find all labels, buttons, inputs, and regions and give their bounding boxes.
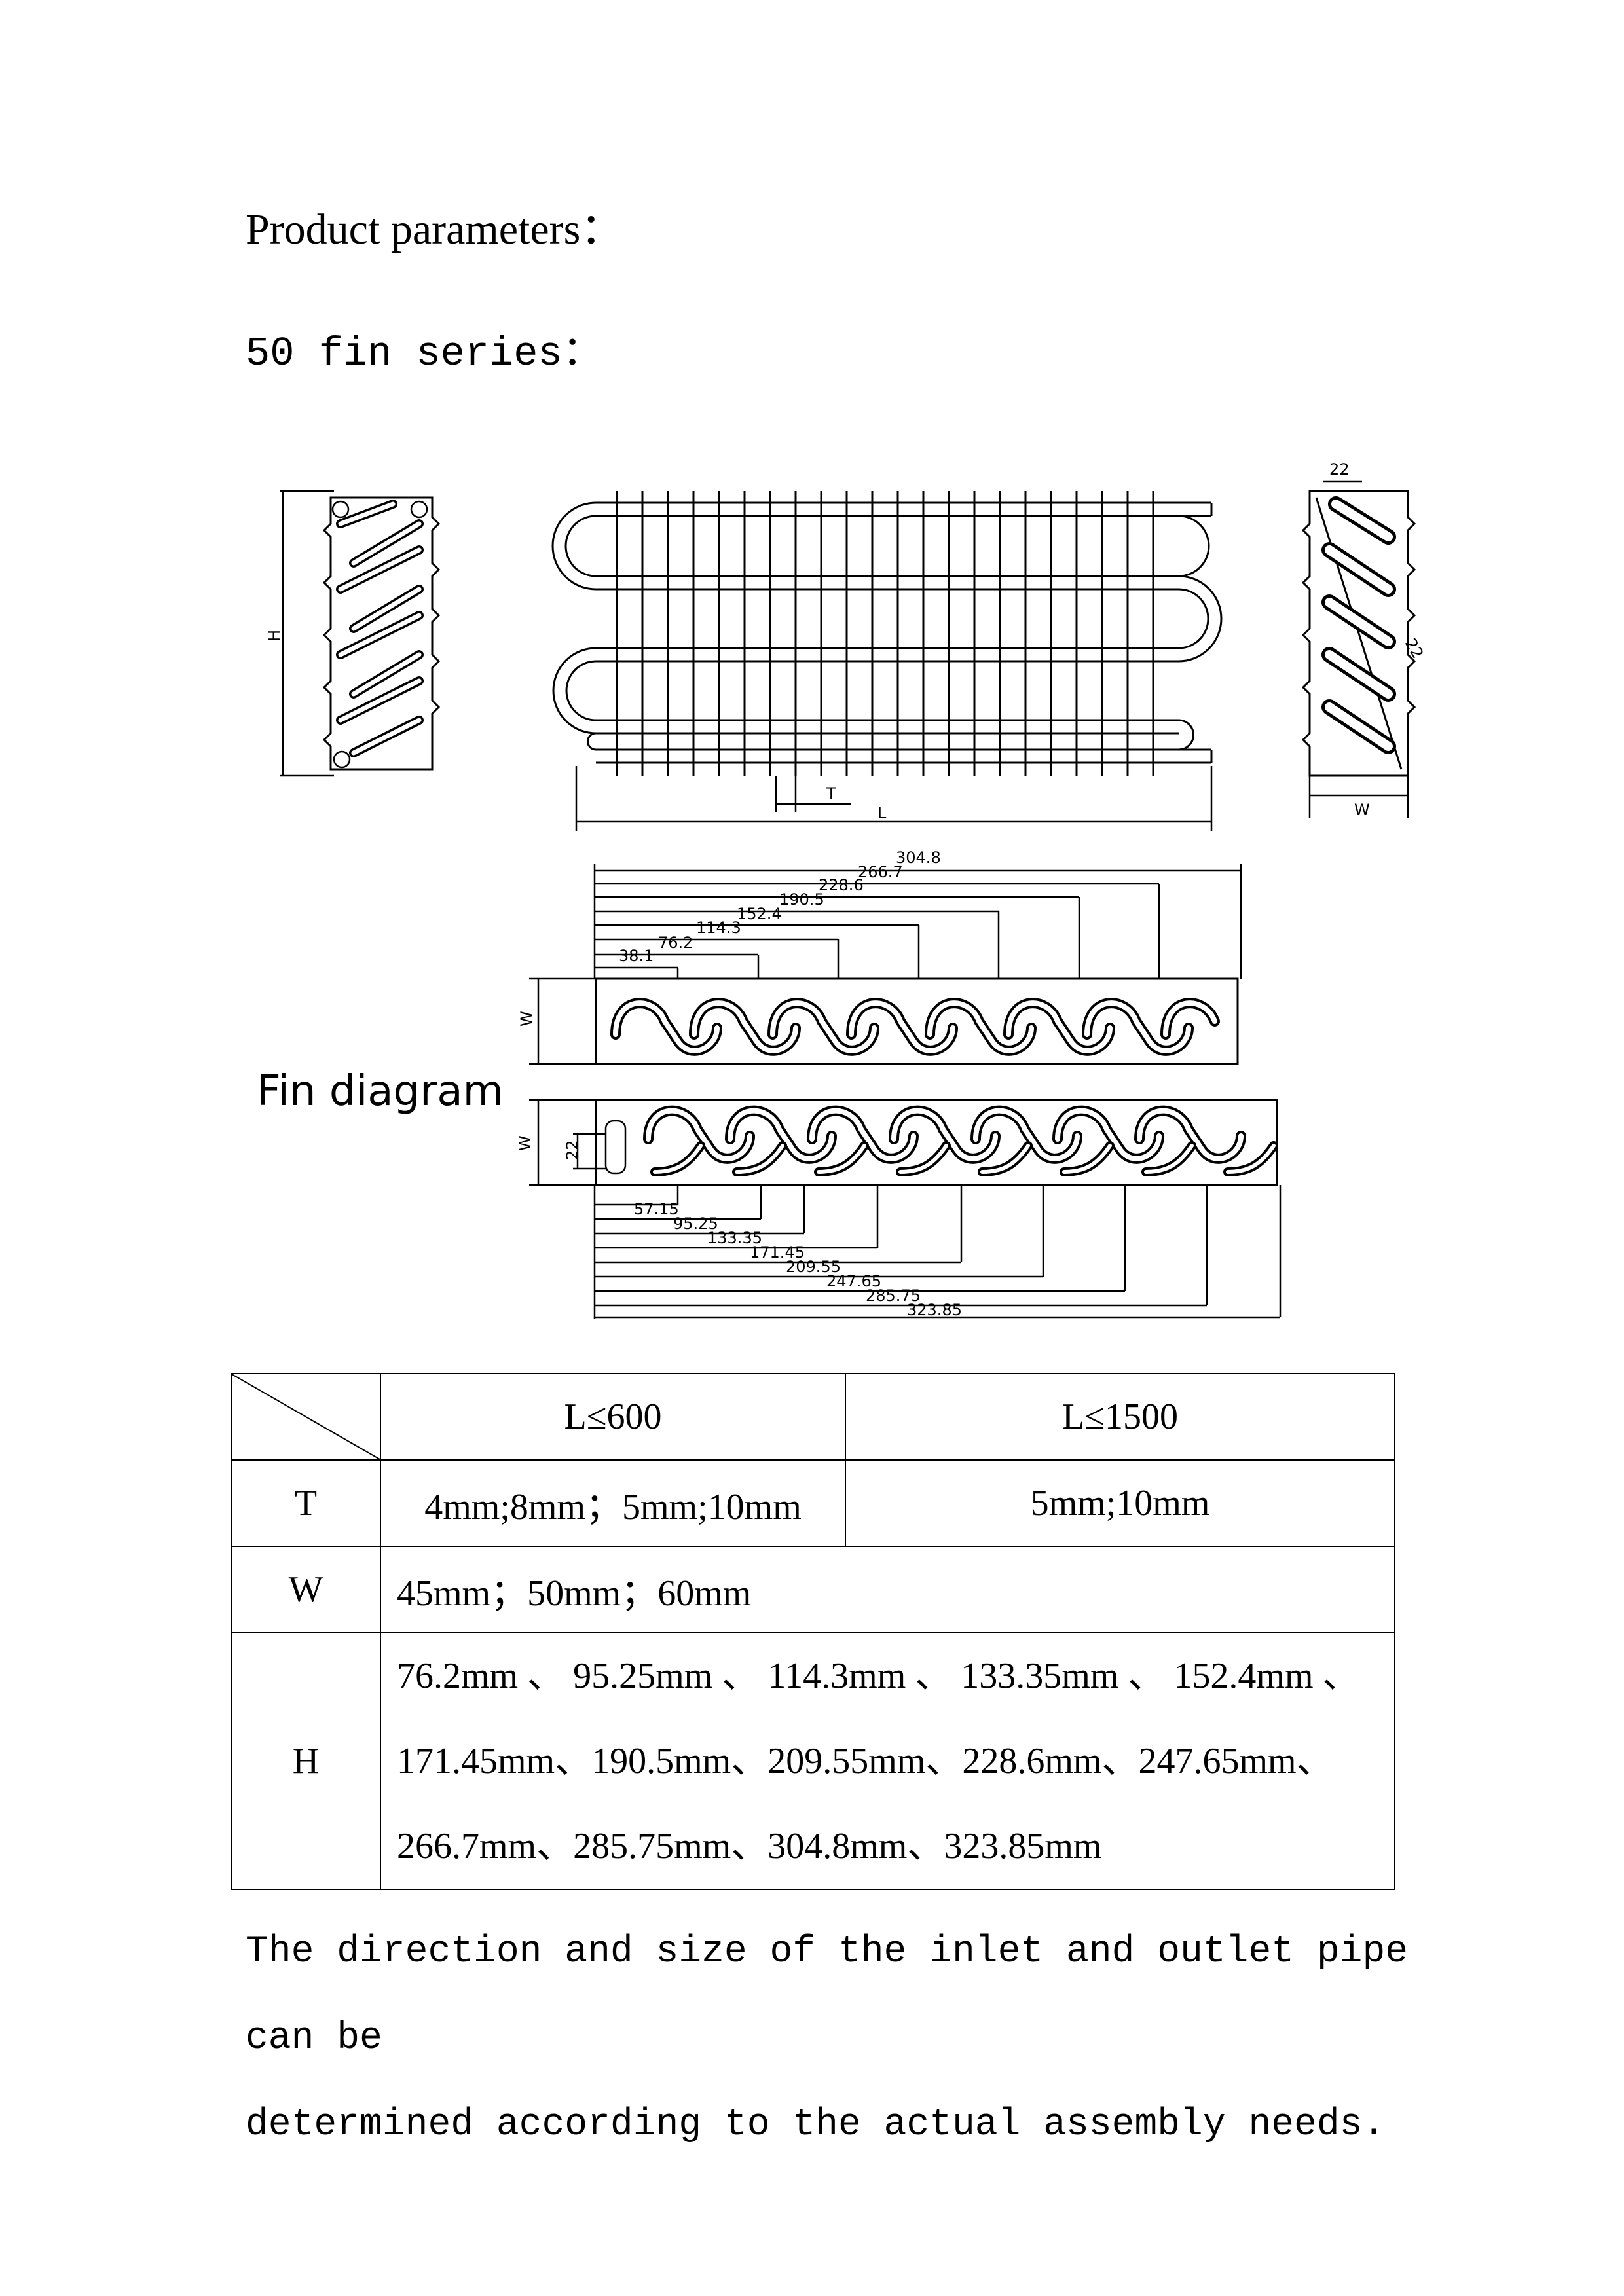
spacing-label-side: 22 <box>1401 635 1428 661</box>
row-label-h: H <box>231 1632 381 1890</box>
side-view-right <box>1301 480 1416 818</box>
header-l600: L≤600 <box>380 1373 846 1461</box>
bottom-dim-3: 133.35 <box>707 1229 762 1247</box>
bottom-dim-6: 247.65 <box>826 1272 881 1290</box>
h-values-line-2: 171.45mm、190.5mm、209.55mm、228.6mm、247.65… <box>397 1741 1333 1781</box>
spacing-label-top: 22 <box>1329 460 1350 479</box>
bottom-dim-4: 171.45 <box>750 1243 805 1262</box>
page-title: Product parameters： <box>246 206 624 253</box>
top-dim-6: 114.3 <box>696 919 741 937</box>
pitch-label: T <box>826 784 836 803</box>
height-label: H <box>265 630 284 642</box>
length-label: L <box>877 804 887 822</box>
top-dim-4: 190.5 <box>779 890 824 909</box>
h-values-line-1: 76.2mm 、 95.25mm 、 114.3mm 、 133.35mm 、 … <box>397 1656 1359 1696</box>
h-values-line-3: 266.7mm、285.75mm、304.8mm、323.85mm <box>397 1826 1102 1867</box>
t-value-l1500: 5mm;10mm <box>845 1459 1395 1547</box>
front-view <box>551 491 1223 831</box>
bottom-fin-strip <box>529 1099 1282 1319</box>
note-line-1: The direction and size of the inlet and … <box>246 1931 1409 2060</box>
top-dim-7: 76.2 <box>658 934 693 952</box>
top-dim-1: 304.8 <box>896 848 941 867</box>
bottom-dim-2: 95.25 <box>673 1214 718 1233</box>
top-dim-2: 266.7 <box>858 863 903 881</box>
top-dim-3: 228.6 <box>819 876 864 894</box>
h-values: 76.2mm 、 95.25mm 、 114.3mm 、 133.35mm 、 … <box>380 1632 1395 1890</box>
spec-table: L≤600 L≤1500 T 4mm;8mm；5mm;10mm 5mm;10mm… <box>231 1373 1395 1890</box>
top-dim-5: 152.4 <box>737 905 782 923</box>
diagonal-line <box>232 1374 380 1459</box>
note-line-2: determined according to the actual assem… <box>246 2104 1386 2146</box>
top-dim-8: 38.1 <box>619 947 654 965</box>
fin-diagram-label: Fin diagram <box>257 1067 504 1116</box>
bottom-dim-1: 57.15 <box>634 1200 679 1218</box>
series-title: 50 fin series： <box>246 331 603 377</box>
technical-drawing: H <box>265 460 1428 1319</box>
table-header-row: L≤600 L≤1500 <box>231 1373 1395 1461</box>
w-value: 45mm；50mm；60mm <box>380 1546 1395 1633</box>
diagonal-corner-cell <box>231 1373 381 1461</box>
table-row-h: H 76.2mm 、 95.25mm 、 114.3mm 、 133.35mm … <box>231 1632 1395 1890</box>
t-value-l600: 4mm;8mm；5mm;10mm <box>380 1459 846 1547</box>
bottom-dim-5: 209.55 <box>786 1258 841 1276</box>
spacing-label-fin: 22 <box>563 1140 581 1160</box>
row-label-t: T <box>231 1459 381 1547</box>
header-l1500: L≤1500 <box>845 1373 1395 1461</box>
side-view-left <box>280 490 441 777</box>
table-row-t: T 4mm;8mm；5mm;10mm 5mm;10mm <box>231 1459 1395 1547</box>
width-label-right: W <box>1354 801 1370 819</box>
top-fin-strip <box>529 864 1242 1065</box>
bottom-dim-7: 285.75 <box>866 1286 921 1305</box>
bottom-dim-8: 323.85 <box>907 1301 962 1319</box>
row-label-w: W <box>231 1546 381 1633</box>
width-label-top-strip: W <box>517 1011 536 1027</box>
width-label-bottom-strip: W <box>516 1135 534 1151</box>
assembly-note: The direction and size of the inlet and … <box>246 1909 1424 2168</box>
table-row-w: W 45mm；50mm；60mm <box>231 1546 1395 1633</box>
